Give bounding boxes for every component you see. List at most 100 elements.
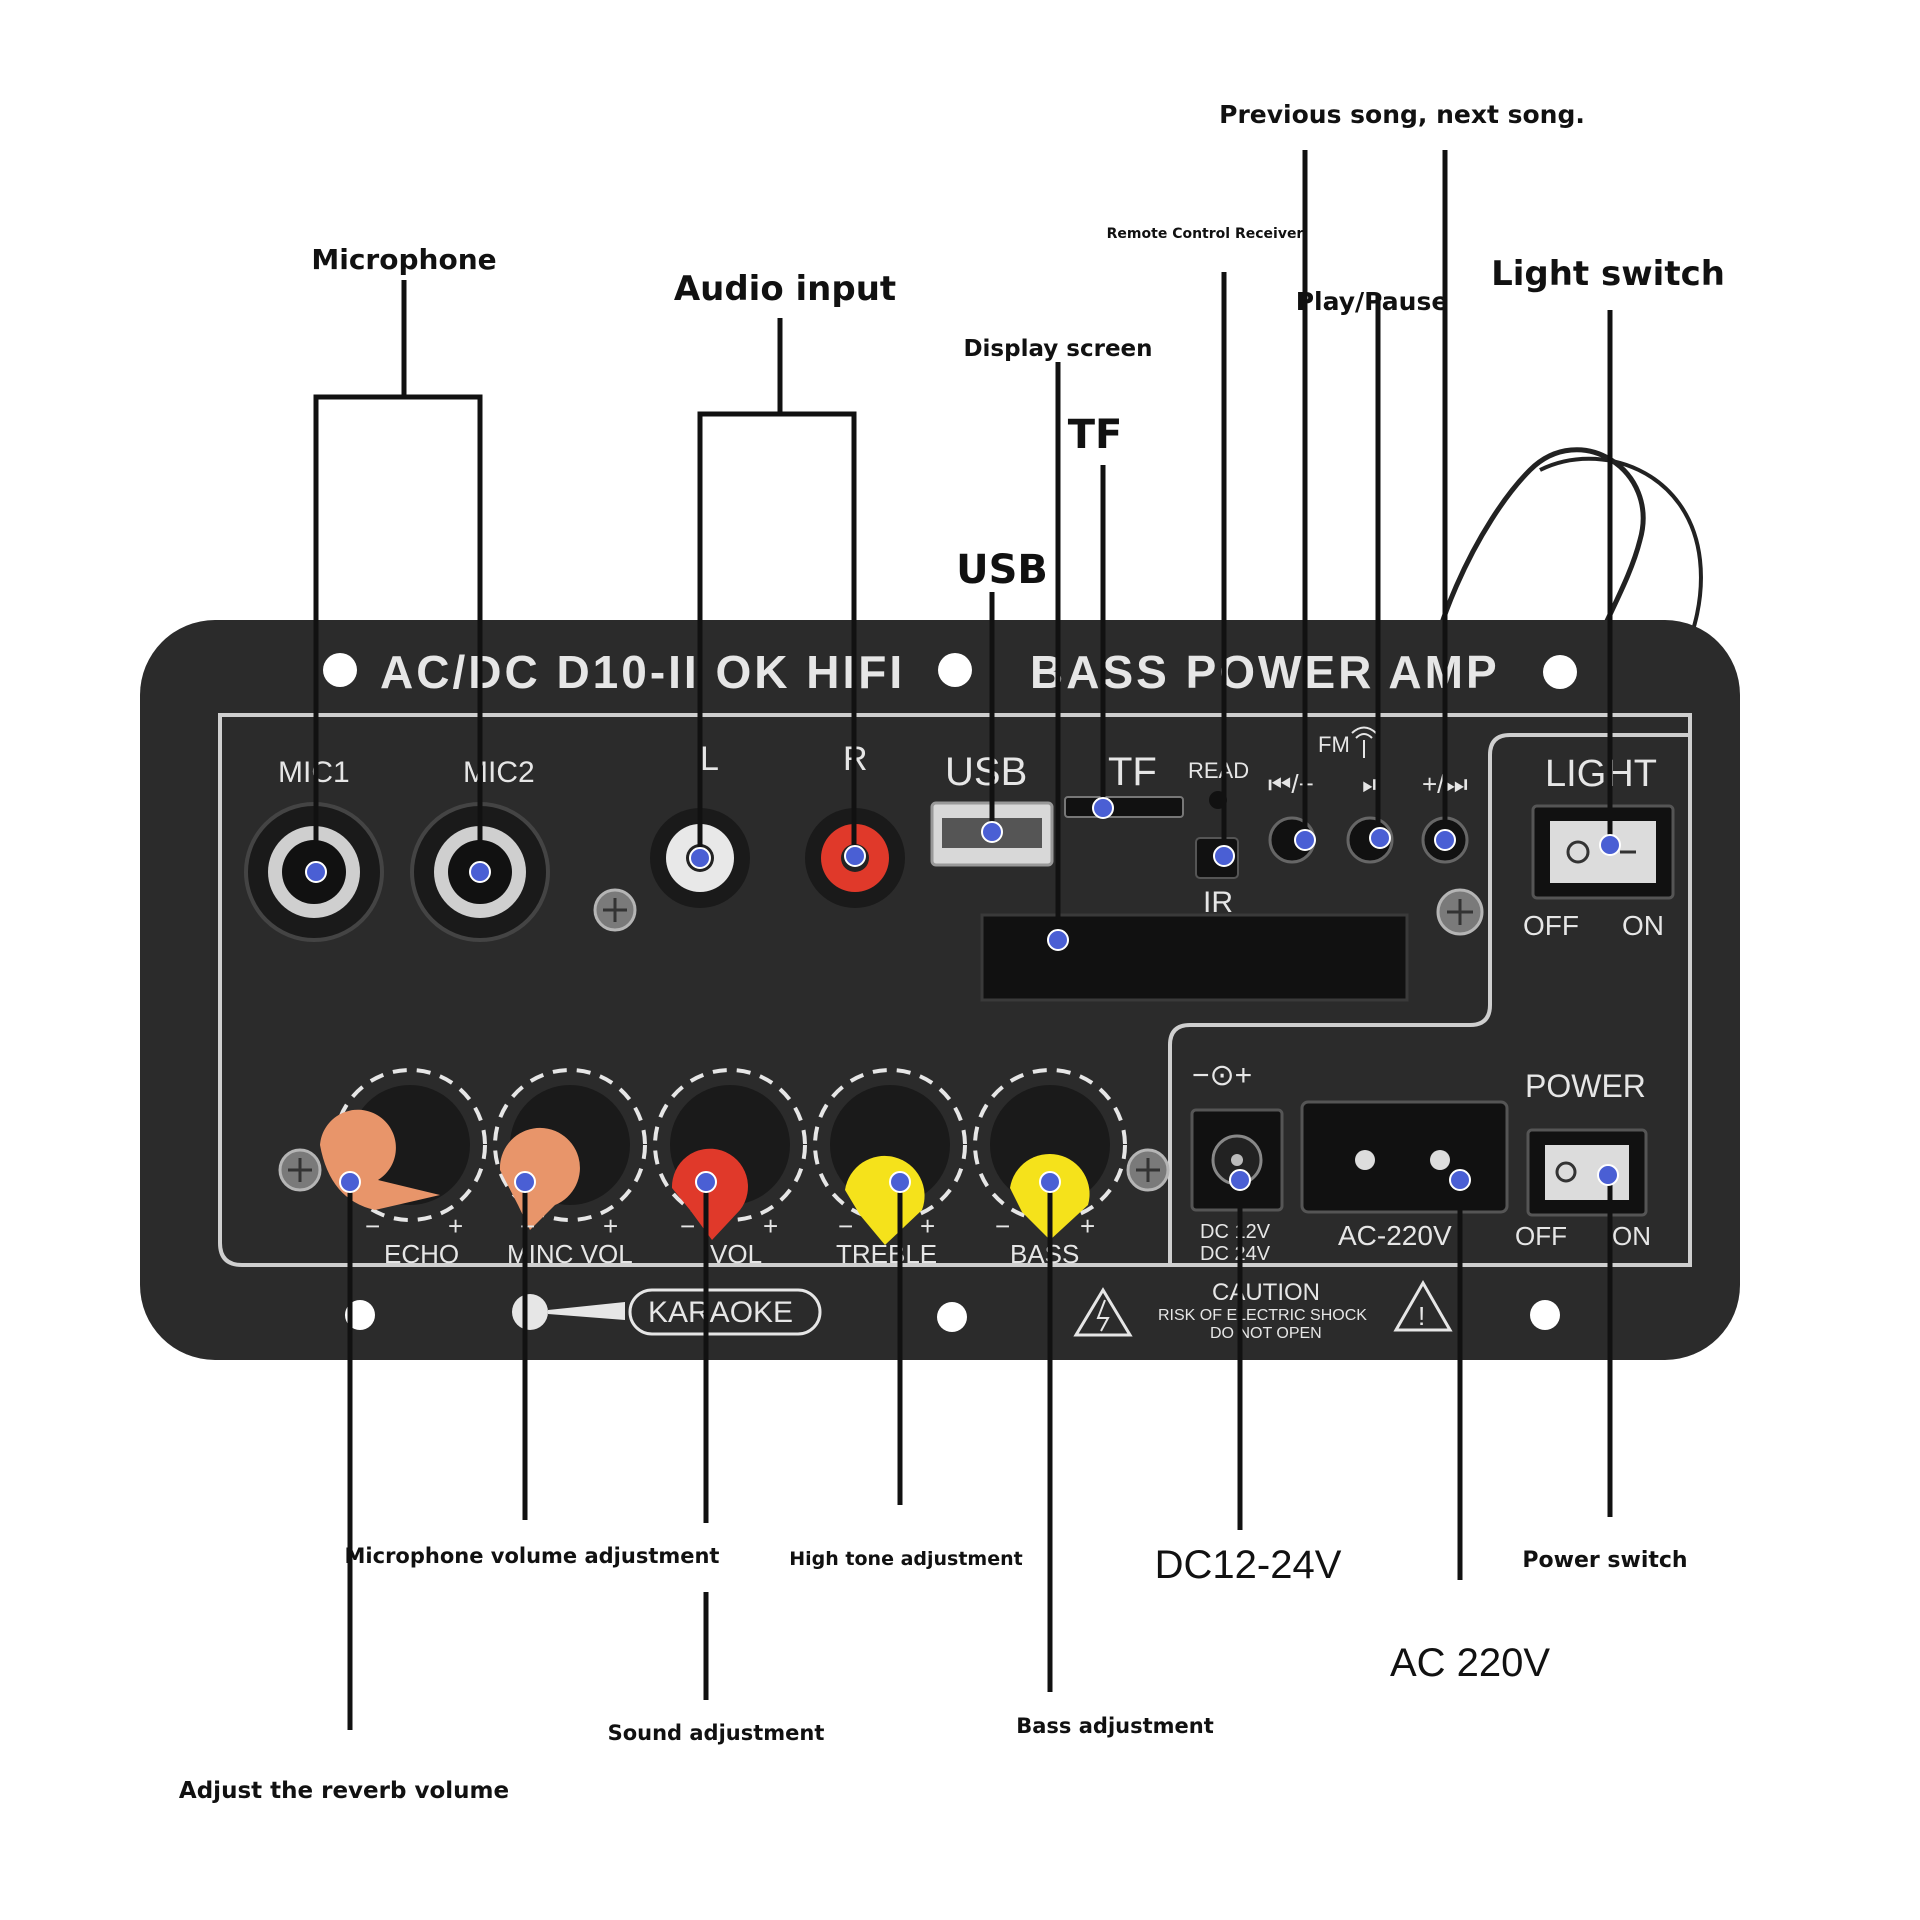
mount-hole-1 bbox=[323, 653, 357, 687]
dot-usb bbox=[981, 821, 1003, 843]
caution-title: CAUTION bbox=[1212, 1279, 1320, 1306]
dc-input-jack[interactable] bbox=[1190, 1108, 1284, 1212]
read-label: READ bbox=[1188, 758, 1249, 783]
treble-plus: + bbox=[920, 1211, 935, 1241]
tf-card-slot[interactable] bbox=[1064, 796, 1184, 818]
dot-mic1 bbox=[305, 861, 327, 883]
power-label: POWER bbox=[1525, 1068, 1646, 1104]
vol-plus: + bbox=[763, 1211, 778, 1241]
dot-rca-right bbox=[844, 845, 866, 867]
dot-mic2 bbox=[469, 861, 491, 883]
ac-rating-label: AC-220V bbox=[1338, 1220, 1452, 1251]
usb-panel-label: USB bbox=[945, 750, 1027, 794]
callout-usb: USB bbox=[956, 547, 1048, 593]
dot-echo bbox=[339, 1171, 361, 1193]
ac-input-socket[interactable] bbox=[1300, 1100, 1509, 1214]
treble-minus: − bbox=[838, 1211, 853, 1241]
mount-hole-3 bbox=[1543, 655, 1577, 689]
power-on-label: ON bbox=[1612, 1221, 1651, 1251]
callout-microphone: Microphone bbox=[311, 243, 497, 276]
dc-rating-2: DC 24V bbox=[1200, 1243, 1271, 1265]
callout-ac-voltage: AC 220V bbox=[1389, 1641, 1551, 1685]
dot-tf bbox=[1092, 797, 1114, 819]
callout-mic-volume: Microphone volume adjustment bbox=[344, 1544, 720, 1568]
tf-panel-label: TF bbox=[1108, 750, 1157, 794]
dot-treble bbox=[889, 1171, 911, 1193]
treble-label: TREBLE bbox=[836, 1239, 937, 1269]
mic-vol-label: MINC VOL bbox=[507, 1239, 633, 1269]
panel-screw-2 bbox=[1436, 888, 1484, 936]
callout-display-screen: Display screen bbox=[963, 336, 1153, 362]
mic-vol-plus: + bbox=[603, 1211, 618, 1241]
power-off-label: OFF bbox=[1515, 1221, 1567, 1251]
bass-minus: − bbox=[995, 1211, 1010, 1241]
dot-vol bbox=[695, 1171, 717, 1193]
callout-dc-voltage: DC12-24V bbox=[1154, 1543, 1342, 1587]
light-section-outline bbox=[1168, 733, 1690, 1265]
mount-hole-2 bbox=[938, 653, 972, 687]
vol-minus: − bbox=[680, 1211, 695, 1241]
echo-label: ECHO bbox=[384, 1239, 459, 1269]
knob-treble[interactable] bbox=[813, 1068, 967, 1245]
dot-dc bbox=[1229, 1169, 1251, 1191]
callout-light-switch: Light switch bbox=[1491, 254, 1725, 294]
mount-hole-5 bbox=[937, 1302, 967, 1332]
dc-polarity-label: −⊙+ bbox=[1192, 1059, 1252, 1092]
karaoke-label: KARAOKE bbox=[648, 1296, 793, 1329]
caution-line-2: DO NOT OPEN bbox=[1210, 1325, 1322, 1342]
karaoke-badge bbox=[628, 1288, 822, 1336]
callout-reverb: Adjust the reverb volume bbox=[178, 1778, 510, 1804]
panel-plate bbox=[140, 620, 1740, 1360]
light-label: LIGHT bbox=[1545, 753, 1657, 795]
dot-play bbox=[1369, 827, 1391, 849]
warning-triangle-left-icon bbox=[1073, 1287, 1133, 1337]
knob-mic-vol[interactable] bbox=[493, 1068, 647, 1230]
knob-bass[interactable] bbox=[973, 1068, 1127, 1240]
callout-bass-adjustment: Bass adjustment bbox=[1016, 1714, 1214, 1738]
callout-sound-adjustment: Sound adjustment bbox=[607, 1721, 825, 1745]
dot-ac bbox=[1449, 1169, 1471, 1191]
callout-previous-next: Previous song, next song. bbox=[1219, 100, 1585, 129]
caution-line-1: RISK OF ELECTRIC SHOCK bbox=[1158, 1307, 1367, 1324]
dot-power bbox=[1597, 1164, 1619, 1186]
dot-rca-left bbox=[689, 847, 711, 869]
dot-prev bbox=[1294, 829, 1316, 851]
dot-light bbox=[1599, 834, 1621, 856]
callout-tf: TF bbox=[1067, 412, 1123, 458]
callout-power-switch: Power switch bbox=[1522, 1548, 1688, 1573]
lightning-icon bbox=[1096, 1299, 1110, 1332]
fm-antenna-icon bbox=[1351, 726, 1377, 758]
display-screen bbox=[980, 913, 1409, 1002]
bass-label: BASS bbox=[1010, 1239, 1079, 1269]
dot-bass bbox=[1039, 1171, 1061, 1193]
bass-plus: + bbox=[1080, 1211, 1095, 1241]
callout-remote-control-receiver: Remote Control Receiver bbox=[1106, 226, 1304, 242]
mic2-label: MIC2 bbox=[463, 756, 535, 789]
echo-plus: + bbox=[448, 1211, 463, 1241]
mic-vol-minus: − bbox=[520, 1211, 535, 1241]
dot-mic-vol bbox=[514, 1171, 536, 1193]
callout-audio-input: Audio input bbox=[673, 269, 897, 309]
mount-hole-6 bbox=[1530, 1300, 1560, 1330]
light-off-label: OFF bbox=[1523, 910, 1579, 941]
panel-title-left: AC/DC D10-II OK HIFI bbox=[380, 646, 905, 698]
dot-display bbox=[1047, 929, 1069, 951]
dc-rating-1: DC 12V bbox=[1200, 1221, 1271, 1243]
dot-next bbox=[1434, 829, 1456, 851]
rca-left-label: L bbox=[700, 740, 719, 778]
echo-minus: − bbox=[365, 1211, 380, 1241]
leader-lines bbox=[313, 150, 1613, 1730]
callout-play-pause: Play/Pause bbox=[1295, 287, 1449, 316]
vol-label: VOL bbox=[710, 1239, 762, 1269]
panel-screw-3 bbox=[278, 1148, 322, 1192]
panel-screw-1 bbox=[593, 888, 637, 932]
target-dots bbox=[305, 797, 1621, 1193]
panel-screw-4 bbox=[1126, 1148, 1170, 1192]
panel-inner-outline bbox=[218, 713, 1692, 1267]
light-on-label: ON bbox=[1622, 910, 1664, 941]
fm-label: FM bbox=[1318, 732, 1350, 757]
dot-ir bbox=[1213, 845, 1235, 867]
power-switch[interactable] bbox=[1526, 1128, 1648, 1217]
